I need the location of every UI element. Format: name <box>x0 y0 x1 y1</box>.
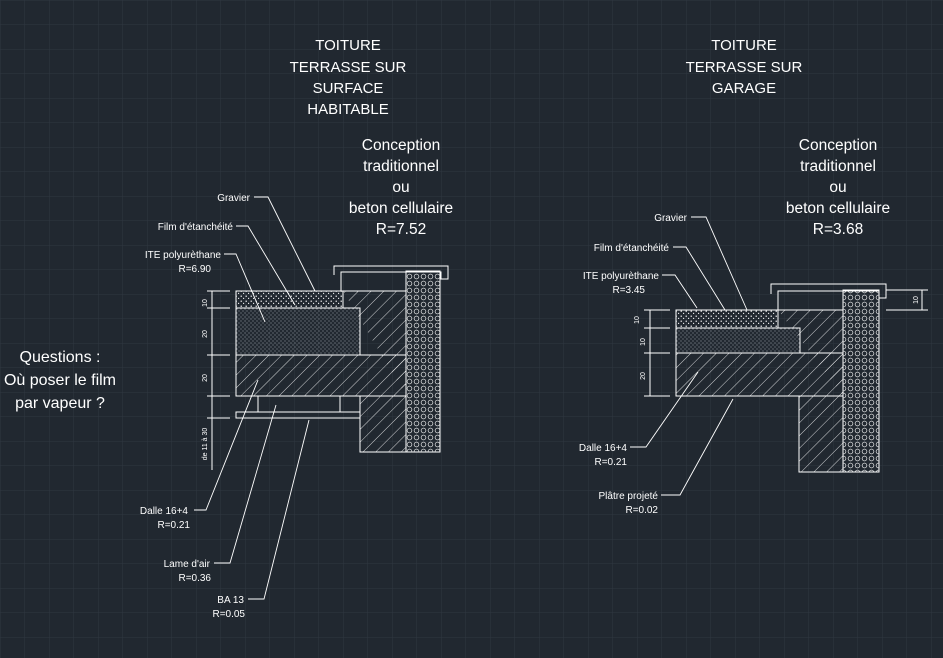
right-concept-line-1: Conception <box>799 137 877 154</box>
left-detail: TOITURE TERRASSE SUR SURFACE HABITABLE C… <box>140 37 453 620</box>
question-line-3: par vapeur ? <box>15 395 105 412</box>
right-label-dalle: Dalle 16+4 <box>579 443 628 454</box>
left-label-ite-r: R=6.90 <box>178 264 211 275</box>
right-label-ite-r: R=3.45 <box>612 285 645 296</box>
right-concept-line-4: beton cellulaire <box>786 200 890 217</box>
left-dim-2: 20 <box>202 330 209 338</box>
right-title-line-1: TOITURE <box>711 37 777 54</box>
left-wall-insulation <box>405 270 441 453</box>
right-concrete-slab <box>675 352 844 397</box>
left-label-dalle: Dalle 16+4 <box>140 506 189 517</box>
left-label-dalle-r: R=0.21 <box>157 520 190 531</box>
left-plasterboard <box>235 411 361 419</box>
right-dim-3: 20 <box>640 372 647 380</box>
right-dim-2: 10 <box>640 338 647 346</box>
left-title-line-4: HABITABLE <box>307 101 388 118</box>
left-label-ba13: BA 13 <box>217 595 244 606</box>
left-title-line-3: SURFACE <box>313 80 384 97</box>
right-title-line-3: GARAGE <box>712 80 776 97</box>
left-coping <box>333 265 449 291</box>
right-gravel-layer <box>675 309 779 329</box>
left-parapet-concrete <box>343 290 407 453</box>
left-concept-line-3: ou <box>392 179 409 196</box>
right-dim-4: 10 <box>913 296 920 304</box>
left-concept-line-2: traditionnel <box>363 158 439 175</box>
left-dim-4: de 11 à 30 <box>202 428 209 461</box>
right-label-platre-r: R=0.02 <box>625 505 658 516</box>
left-concrete-slab <box>235 354 407 397</box>
left-title-line-1: TOITURE <box>315 37 381 54</box>
right-title-line-2: TERRASSE SUR <box>686 59 803 76</box>
left-gravel-layer <box>235 290 344 309</box>
left-dim-1: 10 <box>202 299 209 307</box>
right-insulation-layer <box>675 327 801 354</box>
left-label-lame: Lame d'air <box>164 559 211 570</box>
right-label-film: Film d'étanchéité <box>594 243 670 254</box>
right-label-ite: ITE polyurèthane <box>583 271 660 282</box>
right-label-dalle-r: R=0.21 <box>594 457 627 468</box>
left-title-line-2: TERRASSE SUR <box>290 59 407 76</box>
left-concept-line-4: beton cellulaire <box>349 200 453 217</box>
left-concept-line-1: Conception <box>362 137 440 154</box>
right-concept-r-value: R=3.68 <box>813 221 863 238</box>
left-label-lame-r: R=0.36 <box>178 573 211 584</box>
left-label-film: Film d'étanchéité <box>158 222 234 233</box>
left-label-gravier: Gravier <box>217 193 250 204</box>
left-label-ba13-r: R=0.05 <box>212 609 245 620</box>
right-label-gravier: Gravier <box>654 213 687 224</box>
left-concept-r-value: R=7.52 <box>376 221 426 238</box>
right-parapet-concrete <box>778 309 844 473</box>
right-dim-1: 10 <box>634 316 641 324</box>
right-wall-insulation <box>842 289 880 473</box>
question-line-1: Questions : <box>20 349 101 366</box>
right-detail: TOITURE TERRASSE SUR GARAGE Conception t… <box>579 37 928 516</box>
left-label-ite: ITE polyurèthane <box>145 250 222 261</box>
right-concept-line-2: traditionnel <box>800 158 876 175</box>
right-coping <box>770 283 887 310</box>
left-dim-3: 20 <box>202 374 209 382</box>
left-insulation-layer <box>235 307 361 356</box>
right-label-platre: Plâtre projeté <box>599 491 659 502</box>
question-line-2: Où poser le film <box>4 372 116 389</box>
question-block: Questions : Où poser le film par vapeur … <box>4 349 116 412</box>
right-concept-line-3: ou <box>829 179 846 196</box>
